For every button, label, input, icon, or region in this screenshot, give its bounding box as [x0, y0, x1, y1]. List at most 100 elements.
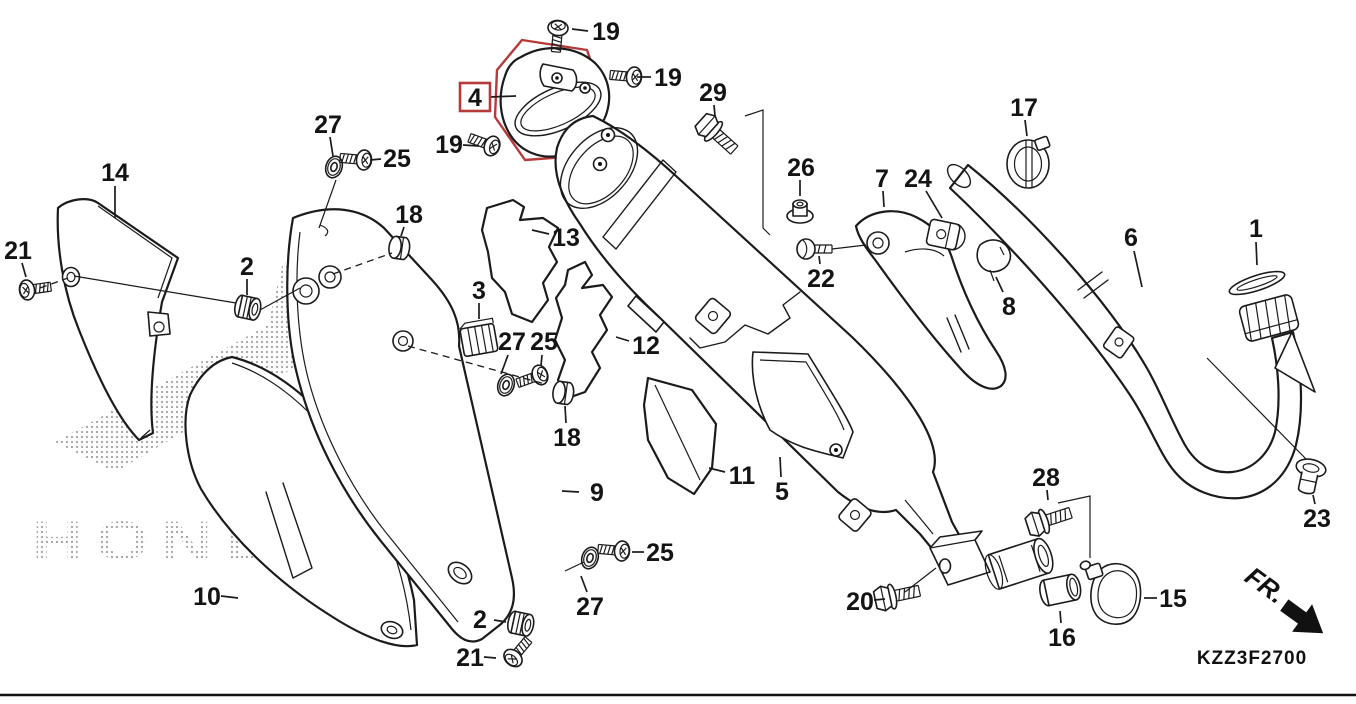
part-exhaust-pipe-6: [946, 163, 1316, 500]
part-clamp-24: [925, 218, 966, 251]
callout-leader-21: [21, 262, 27, 278]
part-bolt-28: [1023, 500, 1076, 540]
part-screw-25c: [596, 538, 632, 563]
callout-leader-22: [818, 255, 821, 265]
callout-27-4: 27: [314, 111, 342, 139]
callout-25-23: 25: [530, 328, 558, 356]
part-muffler-5: [554, 114, 964, 558]
callout-13-10: 13: [552, 224, 580, 252]
leader-line-23: [1206, 357, 1307, 460]
part-sheet-13: [480, 198, 560, 324]
part-screw-25a: [338, 147, 374, 172]
part-heat-shield-14: [56, 198, 180, 442]
callout-19-3: 19: [435, 131, 463, 159]
callout-leader-8: [995, 276, 1004, 293]
callout-leader-27: [329, 136, 334, 157]
diagram-code: KZZ3F2700: [1197, 648, 1307, 669]
part-screw-19c: [465, 127, 504, 159]
part-nut-2a: [232, 293, 264, 322]
callout-leader-10: [220, 595, 239, 599]
callout-12-21: 12: [632, 332, 660, 360]
callout-leader-1: [1255, 241, 1258, 266]
callout-leader-20: [873, 598, 886, 601]
callout-2-8: 2: [240, 253, 254, 281]
callout-leader-28: [1046, 489, 1049, 501]
highlighted-callout-box: [458, 81, 492, 113]
callout-10-32: 10: [193, 583, 221, 611]
callout-23-37: 23: [1303, 505, 1331, 533]
part-screw-22: [796, 238, 833, 260]
callout-leader-12: [615, 336, 630, 342]
callout-26-13: 26: [787, 154, 815, 182]
part-stay-3: [459, 317, 499, 358]
fr-arrow-icon: [1280, 599, 1324, 634]
callout-19-0: 19: [592, 18, 620, 46]
callout-leader-5: [779, 456, 782, 478]
callout-7-14: 7: [875, 165, 889, 193]
callout-11-26: 11: [729, 462, 756, 490]
callout-leader-13: [531, 229, 550, 235]
part-clamp-15: [1079, 560, 1142, 625]
callout-leader-17: [1024, 119, 1028, 137]
callout-leader-16: [1059, 610, 1062, 624]
callout-18-9: 18: [395, 201, 423, 229]
part-clamp-17: [1006, 135, 1051, 189]
part-bolt-29: [691, 109, 744, 161]
callout-leader-29: [713, 104, 716, 117]
callout-leader-25: [369, 158, 382, 161]
callout-16-35: 16: [1048, 624, 1076, 652]
callout-leader-19: [462, 144, 480, 147]
part-screw-21b: [499, 632, 537, 671]
callout-14-6: 14: [101, 159, 129, 187]
callout-leader-9: [561, 490, 580, 493]
part-clip-8: [976, 239, 1012, 282]
callout-9-25: 9: [590, 479, 604, 507]
part-end-cap-4-highlighted: [493, 38, 611, 162]
part-grommet-18b: [550, 379, 576, 407]
part-nut-26: [786, 199, 814, 224]
part-shield-9: [286, 208, 516, 643]
part-joint-assembly: [929, 530, 1054, 590]
callout-21-31: 21: [456, 644, 484, 672]
part-bushing-16: [1039, 573, 1082, 607]
part-sheet-11: [642, 376, 718, 496]
part-nut-2b: [505, 609, 537, 638]
callout-3-11: 3: [472, 277, 486, 305]
callout-leader-27: [500, 354, 509, 375]
callout-leader-18: [400, 226, 405, 237]
callout-leader-18: [564, 405, 567, 424]
callout-27-22: 27: [498, 328, 526, 356]
callout-6-19: 6: [1124, 224, 1138, 252]
part-sheet-12: [553, 260, 614, 400]
callout-17-16: 17: [1010, 94, 1038, 122]
assembly-lines: [39, 109, 771, 572]
part-bracket-7: [854, 210, 1007, 390]
callout-leader-23: [1312, 494, 1316, 505]
callout-25-5: 25: [383, 145, 411, 173]
callout-22-17: 22: [807, 265, 835, 293]
callout-20-33: 20: [846, 588, 874, 616]
callout-15-36: 15: [1159, 585, 1187, 613]
callout-leader-19: [571, 28, 589, 32]
part-bolt-20: [871, 577, 923, 614]
callout-leader-11: [708, 467, 726, 473]
callout-leader-25: [540, 354, 543, 367]
fr-direction-indicator: FR.: [1240, 561, 1324, 634]
callout-2-30: 2: [473, 606, 487, 634]
part-screw-25b: [513, 362, 552, 394]
part-gasket-1: [1228, 270, 1286, 296]
callout-19-1: 19: [654, 64, 682, 92]
callout-leader-7: [882, 190, 885, 208]
callout-8-18: 8: [1002, 293, 1016, 321]
part-screw-21a: [17, 275, 53, 302]
callout-29-12: 29: [699, 79, 727, 107]
callout-18-24: 18: [553, 424, 581, 452]
callout-1-20: 1: [1249, 215, 1263, 243]
callout-leader-27: [580, 575, 588, 593]
part-rivet-23: [1295, 458, 1327, 495]
callout-24-15: 24: [904, 165, 932, 193]
callout-leader-24: [925, 190, 943, 219]
